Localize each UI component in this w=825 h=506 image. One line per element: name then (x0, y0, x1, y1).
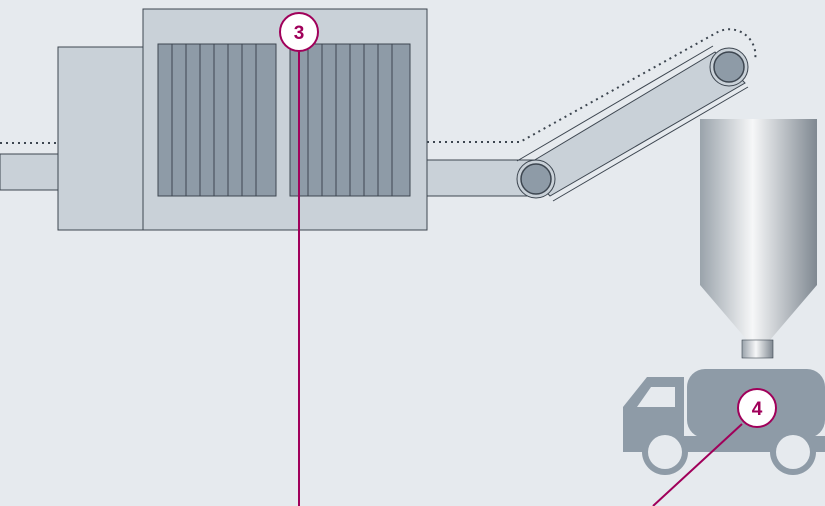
drive-roller-upper (709, 47, 749, 87)
callout-marker-3[interactable]: 3 (279, 12, 319, 52)
truck-icon (623, 369, 825, 475)
marker-label-4: 4 (752, 399, 763, 420)
silo-icon (700, 119, 817, 359)
callout-line-4 (652, 423, 743, 506)
conveyor-icon (426, 28, 757, 202)
machine-panel-right (289, 43, 411, 197)
marker-label-3: 3 (294, 23, 305, 44)
callout-marker-4[interactable]: 4 (737, 388, 777, 428)
machine-panel-left (157, 43, 277, 197)
drive-roller-lower (516, 159, 556, 199)
machine-icon (57, 8, 428, 231)
input-conveyor (0, 142, 61, 191)
